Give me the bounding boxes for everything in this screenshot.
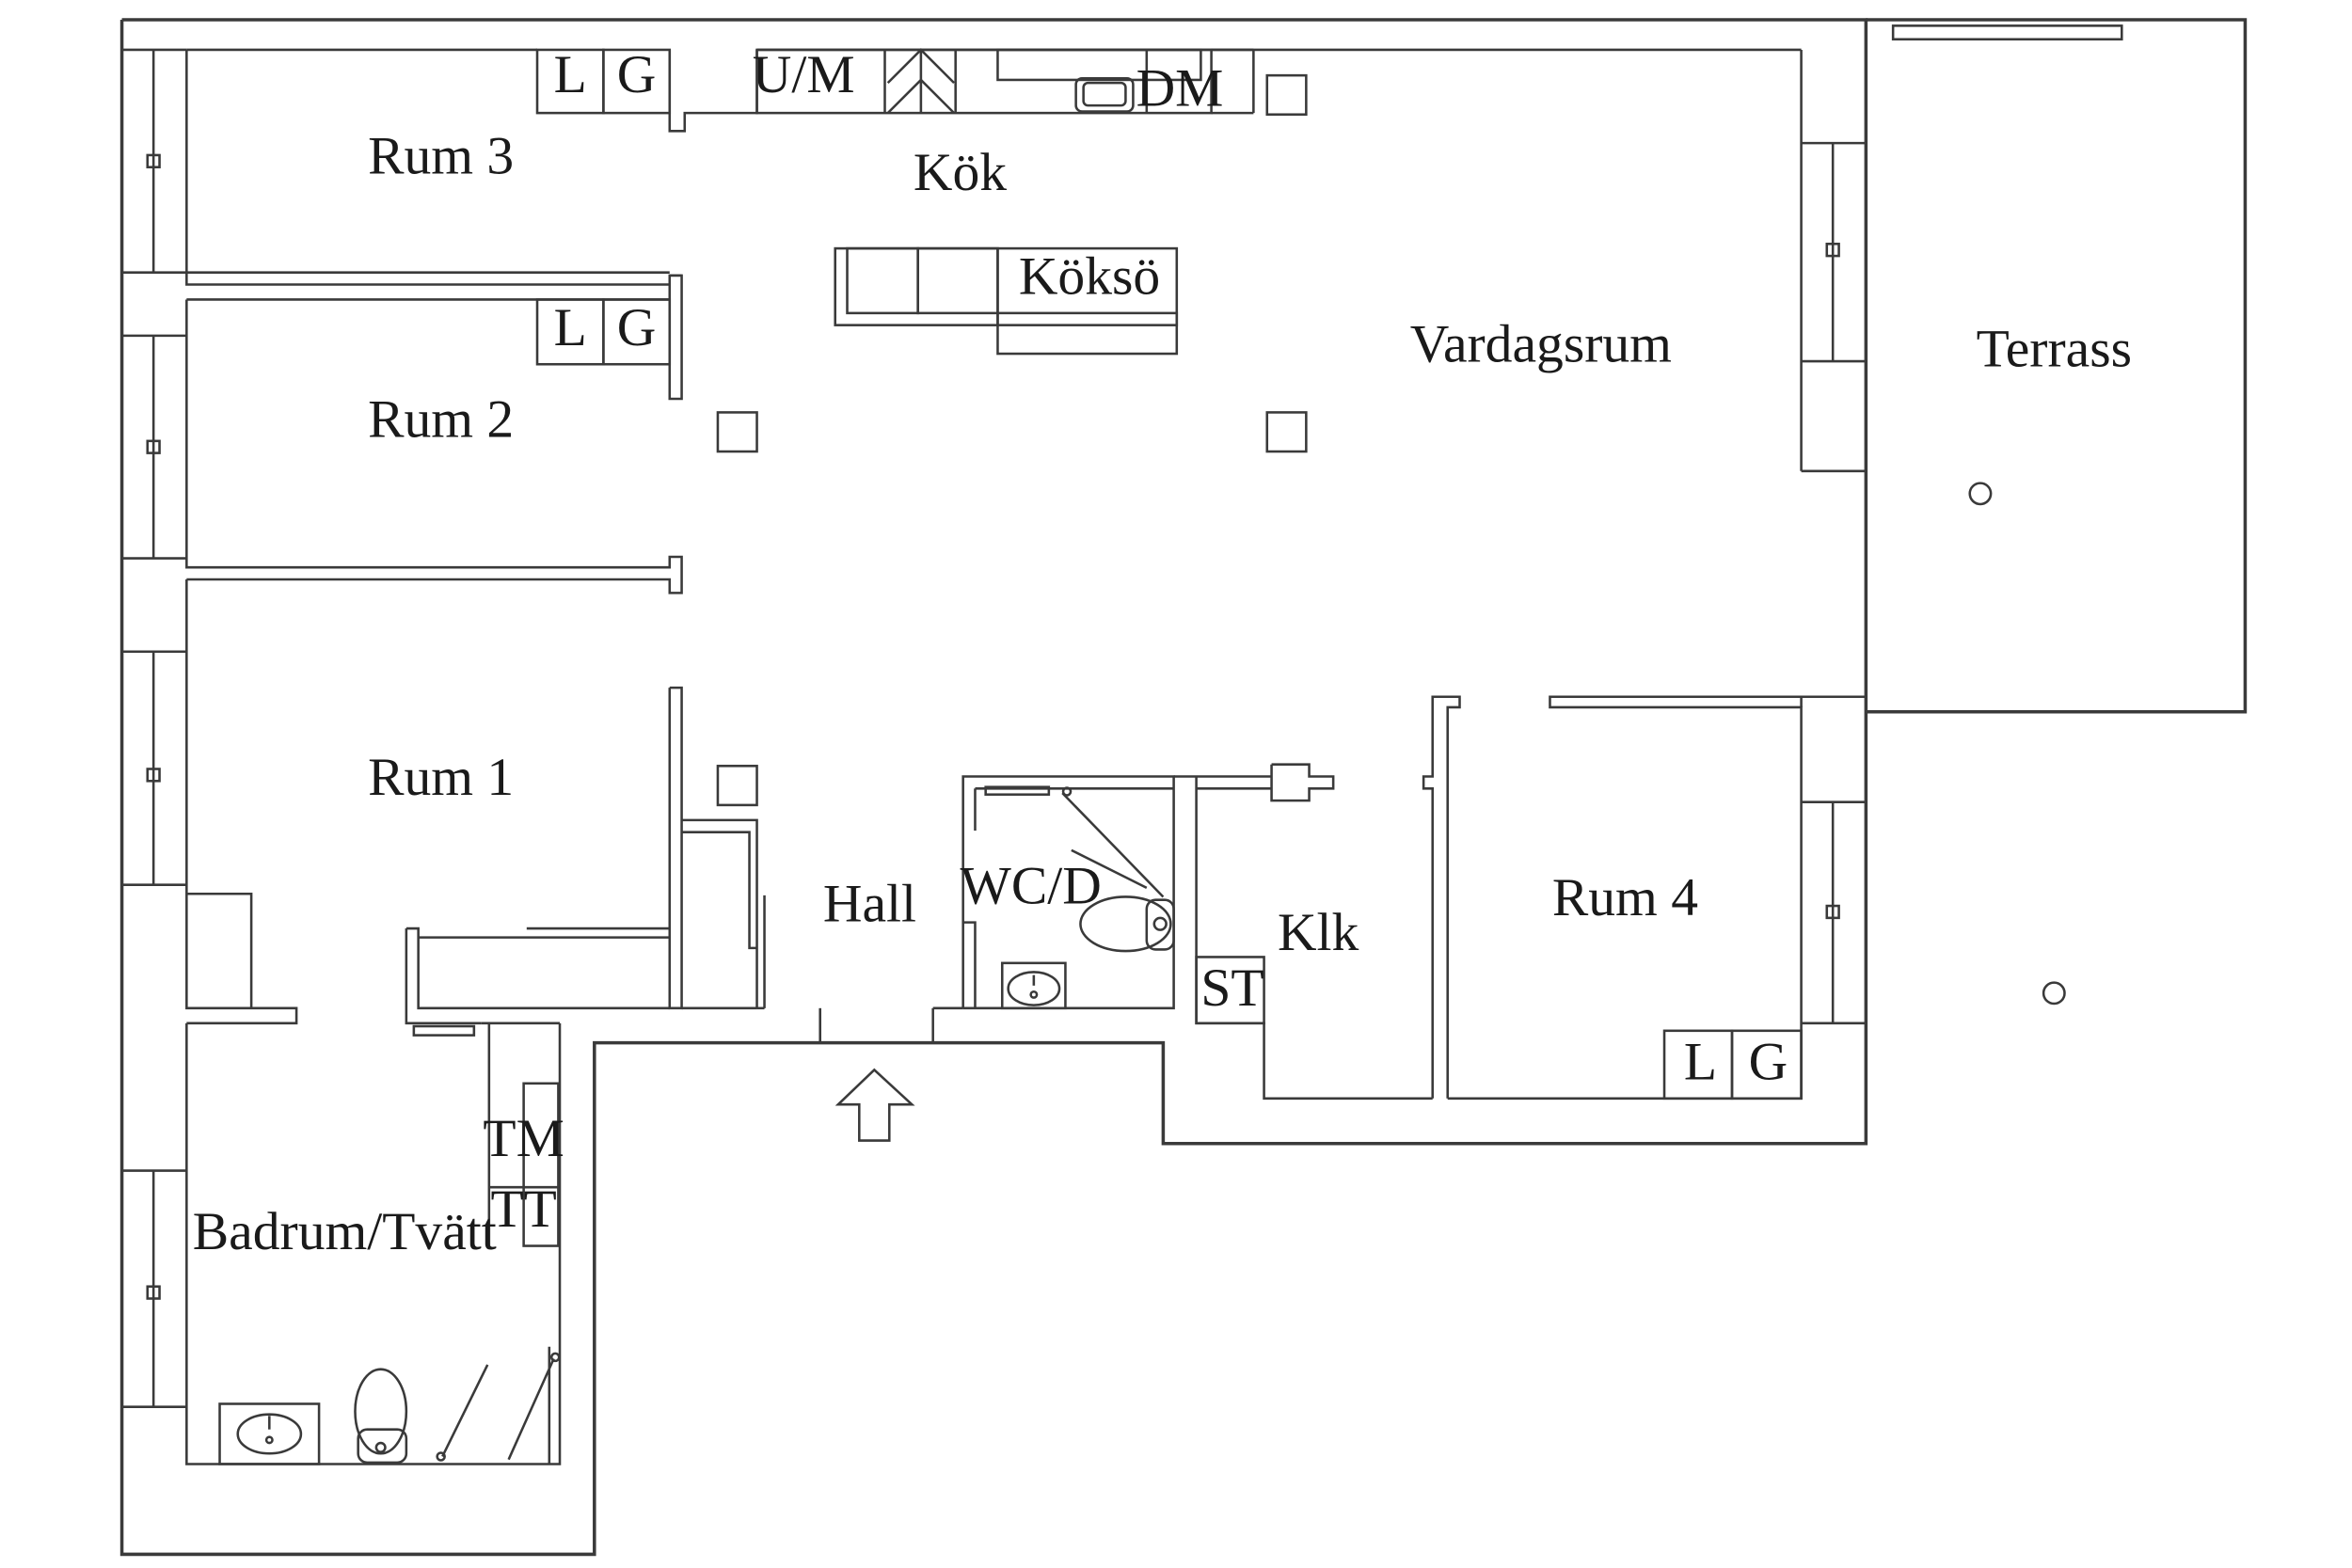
- left-windows: [121, 48, 187, 1408]
- label-tt: TT: [490, 1180, 556, 1239]
- label-badrum: Badrum/Tvätt: [193, 1202, 497, 1261]
- inner-walls: [185, 48, 1867, 1465]
- label-vardagsrum: Vardagsrum: [1410, 314, 1672, 373]
- label-rum2-G: G: [617, 298, 657, 357]
- label-rum1: Rum 1: [368, 748, 514, 807]
- fixture-labels: L G L G U/M DM ST L G TM TT: [483, 45, 1788, 1239]
- label-rum4-L: L: [1684, 1032, 1717, 1091]
- room-labels: Rum 3 Rum 2 Rum 1 Kök Köksö Vardagsrum T…: [193, 127, 2132, 1262]
- label-hall: Hall: [823, 874, 916, 933]
- label-rum3: Rum 3: [368, 127, 514, 186]
- label-um: U/M: [753, 45, 855, 104]
- right-windows: [1801, 141, 1867, 1025]
- label-rum2: Rum 2: [368, 389, 514, 449]
- label-rum4: Rum 4: [1552, 868, 1698, 927]
- label-tm: TM: [483, 1109, 564, 1168]
- fixtures: [218, 48, 2066, 1465]
- label-terrass: Terrass: [1977, 319, 2132, 378]
- label-rum4-G: G: [1749, 1032, 1788, 1091]
- label-rum3-L: L: [554, 45, 587, 104]
- outer-walls: [119, 18, 2248, 1557]
- label-kok: Kök: [914, 143, 1007, 202]
- label-wcd: WC/D: [960, 856, 1101, 915]
- label-dm: DM: [1136, 59, 1224, 119]
- label-rum2-L: L: [554, 298, 587, 357]
- label-rum3-G: G: [617, 45, 657, 104]
- label-koksö: Köksö: [1019, 246, 1160, 306]
- label-st: ST: [1200, 958, 1263, 1018]
- label-klk: Klk: [1278, 903, 1359, 962]
